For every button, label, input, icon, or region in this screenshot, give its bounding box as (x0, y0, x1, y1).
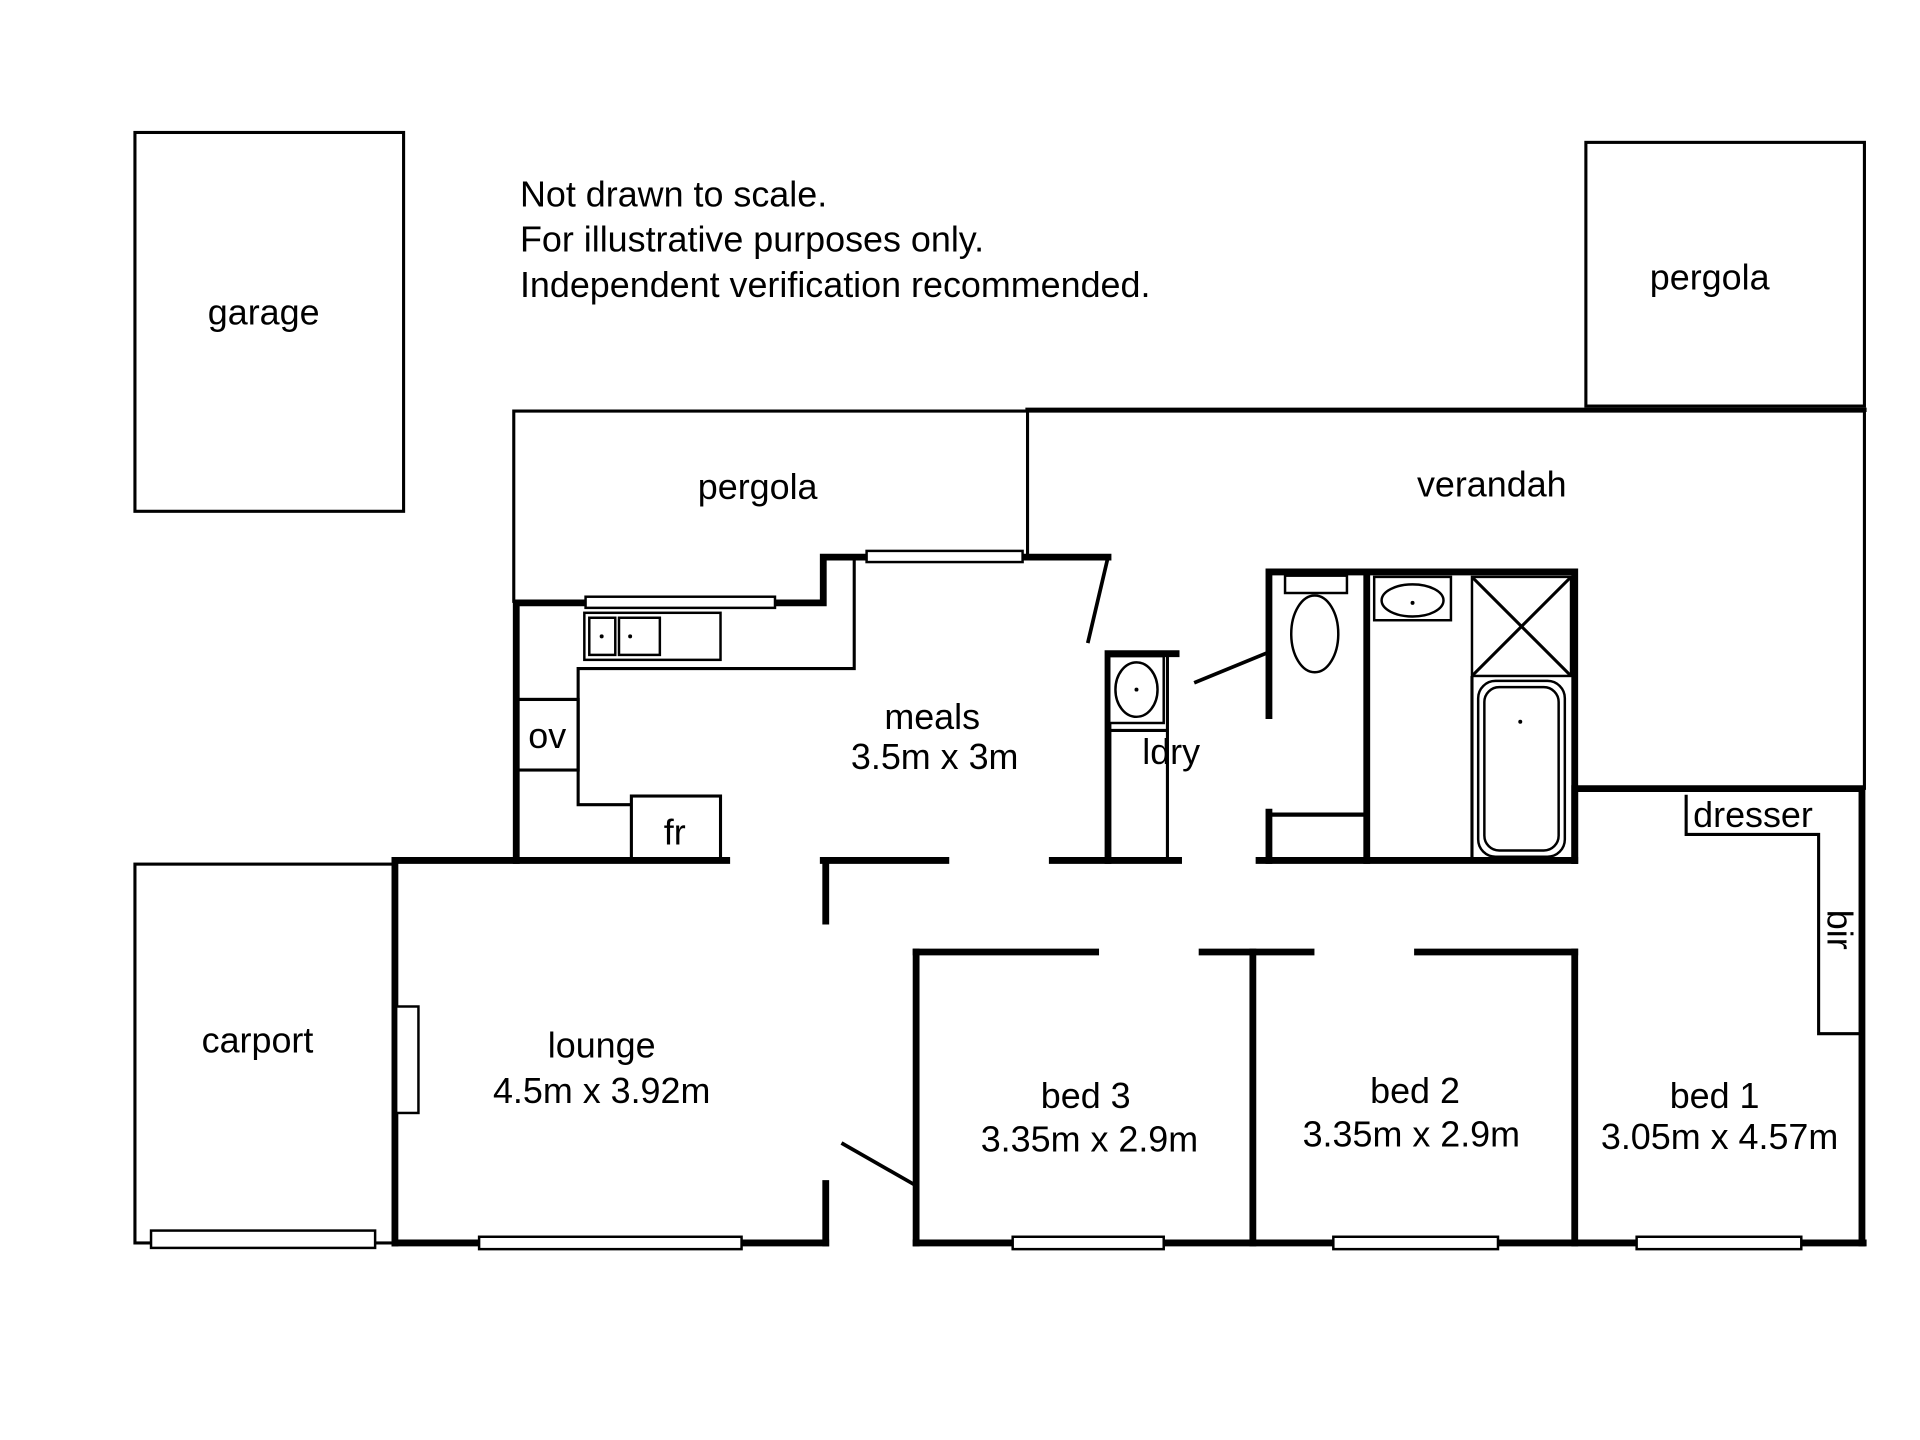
toilet-cistern (1283, 574, 1349, 595)
window-lounge (477, 1235, 743, 1251)
oven-label: ov (528, 716, 566, 756)
pergola-left-outline (512, 409, 1030, 603)
dresser-label: dresser (1693, 795, 1813, 835)
kitchen-bench (576, 557, 856, 807)
pergola-top-right-outline (1584, 140, 1866, 408)
lounge-label: lounge (548, 1025, 656, 1065)
bath-tub-inner (1483, 685, 1560, 852)
bed1-label: bed 1 (1670, 1076, 1760, 1116)
window-bed2 (1332, 1235, 1500, 1251)
lounge-fireplace (394, 1005, 420, 1115)
bir-label: bir (1819, 910, 1859, 950)
laundry-label: ldry (1142, 732, 1200, 772)
bed2-size: 3.35m x 2.9m (1303, 1114, 1520, 1154)
oven-unit (514, 697, 580, 772)
wc-door-swing (1193, 651, 1268, 685)
fridge-label: fr (664, 812, 686, 852)
note-line-3: Independent verification recommended. (520, 265, 1150, 305)
window-carport (149, 1229, 377, 1250)
garage-label: garage (208, 292, 320, 332)
sink-bowl-right (617, 616, 662, 657)
note-line-1: Not drawn to scale. (520, 175, 827, 215)
dresser-bir-outline (1684, 794, 1860, 1036)
window-meals (865, 549, 1024, 564)
lounge-size: 4.5m x 3.92m (493, 1071, 710, 1111)
bed3-label: bed 3 (1041, 1076, 1131, 1116)
bed1-size: 3.05m x 4.57m (1601, 1117, 1838, 1157)
pergola-top-right-label: pergola (1650, 258, 1770, 298)
wc-wall-left-top (1265, 568, 1579, 864)
window-bed3 (1011, 1235, 1165, 1251)
window-kitchen (584, 595, 777, 610)
meals-size: 3.5m x 3m (851, 737, 1019, 777)
vanity-basin (1380, 583, 1445, 618)
verandah-label: verandah (1417, 464, 1567, 504)
laundry-wall (1104, 650, 1180, 864)
meals-door-swing (1085, 554, 1111, 644)
garage-outline (133, 130, 406, 513)
note-line-2: For illustrative purposes only. (520, 219, 984, 259)
bed2-label: bed 2 (1370, 1071, 1460, 1111)
pergola-left-label: pergola (698, 467, 818, 507)
lounge-door-swing (840, 1141, 915, 1187)
carport-label: carport (202, 1020, 314, 1060)
bed1-wall-outer (1571, 785, 1866, 1247)
toilet-bowl (1289, 594, 1340, 674)
window-bed1 (1635, 1235, 1803, 1251)
bed3-size: 3.35m x 2.9m (981, 1119, 1198, 1159)
meals-label: meals (884, 697, 980, 737)
